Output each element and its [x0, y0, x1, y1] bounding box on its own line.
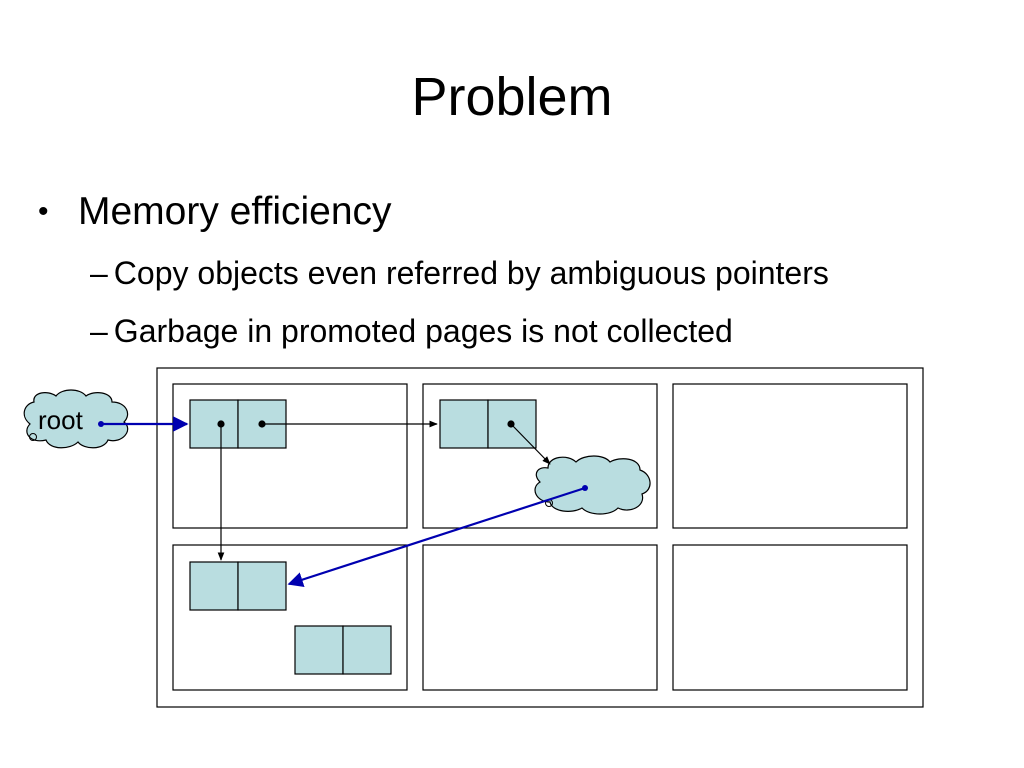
slide-title: Problem	[411, 67, 613, 127]
page-2	[422, 383, 658, 529]
sub-bullet-garbage: – Garbage in promoted pages is not colle…	[90, 308, 1018, 354]
root-label: root	[38, 405, 83, 435]
ambiguous-pointer-start-dot	[582, 485, 588, 491]
ambiguous-pointer	[287, 486, 586, 588]
root-cloud	[23, 389, 129, 449]
object-b	[439, 399, 537, 449]
bullet-text: Memory efficiency	[78, 190, 392, 233]
object-d	[294, 625, 392, 675]
root-cloud-tail	[29, 433, 37, 441]
bullet-marker: •	[38, 195, 49, 228]
sub-bullet-text: Garbage in promoted pages is not collect…	[113, 313, 733, 349]
sub-bullet-marker: –	[90, 255, 108, 291]
object-a	[189, 399, 287, 449]
page-4	[172, 544, 408, 691]
sub-bullet-text: Copy objects even referred by ambiguous …	[113, 255, 829, 291]
pointer-b-to-cloud	[510, 423, 551, 465]
page-5	[422, 544, 658, 691]
page-1	[172, 383, 408, 529]
root-pointer-start-dot	[98, 421, 104, 427]
object-c	[189, 561, 287, 611]
sub-bullet-copy-objects: – Copy objects even referred by ambiguou…	[90, 250, 1018, 296]
bullet-list: • Memory efficiency – Copy objects even …	[38, 186, 1018, 354]
page-3	[672, 383, 908, 529]
page-grid	[172, 383, 908, 691]
sub-bullet-marker: –	[90, 313, 108, 349]
ambiguous-pointer-cloud	[534, 455, 651, 515]
heap-border	[156, 367, 924, 708]
page-6	[672, 544, 908, 691]
bullet-memory-efficiency: • Memory efficiency	[38, 186, 1018, 238]
